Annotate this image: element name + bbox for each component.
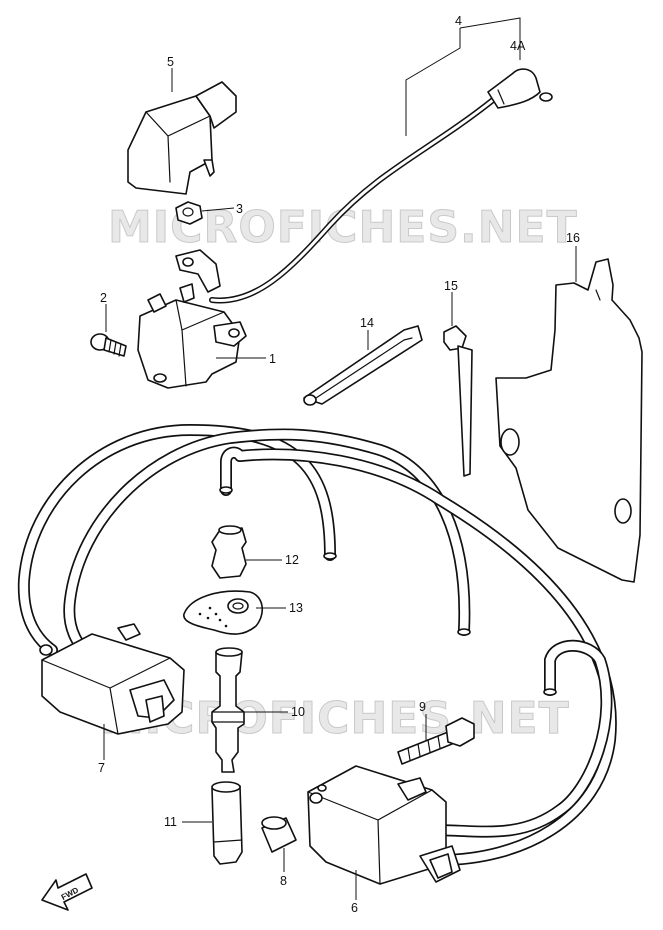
callout-16: 16	[566, 231, 580, 245]
callout-1: 1	[269, 352, 276, 366]
relay-part-1	[137, 249, 247, 389]
callout-3: 3	[236, 202, 243, 216]
callout-2: 2	[100, 291, 107, 305]
bolt-part-9	[397, 717, 475, 765]
callout-4a: 4A	[510, 39, 526, 53]
callout-labels: 4 4A 5 3 16 2 15 14 1 12 13 9 10 7 11 8 …	[98, 14, 580, 915]
boot-cap-part-5	[127, 81, 237, 195]
callout-11: 11	[164, 815, 177, 829]
strap-part-14	[303, 325, 423, 406]
callout-13: 13	[289, 601, 303, 615]
grommet-part-12	[211, 525, 247, 579]
leader-lines	[103, 17, 577, 900]
cover-plate-part-16	[495, 258, 643, 583]
screw-part-2	[90, 333, 127, 357]
ignition-coil-part-6	[307, 765, 461, 885]
ignition-lead-part-4	[209, 68, 553, 304]
collar-part-8	[261, 816, 297, 853]
cable-harness	[17, 424, 617, 866]
callout-10: 10	[291, 705, 305, 719]
fwd-arrow-icon: FWD	[41, 873, 93, 911]
callout-14: 14	[360, 316, 374, 330]
callout-12: 12	[285, 553, 299, 567]
callout-9: 9	[419, 700, 426, 714]
callout-5: 5	[167, 55, 174, 69]
callout-15: 15	[444, 279, 458, 293]
cable-tie-part-15	[443, 325, 473, 477]
callout-4: 4	[455, 14, 462, 28]
callout-8: 8	[280, 874, 287, 888]
connector-part-10	[211, 647, 245, 773]
sleeve-part-11	[211, 781, 243, 865]
ignition-coil-part-7	[39, 623, 185, 735]
nut-part-3	[175, 201, 203, 225]
callout-6: 6	[351, 901, 358, 915]
washer-plate-part-13	[183, 590, 263, 635]
callout-7: 7	[98, 761, 105, 775]
